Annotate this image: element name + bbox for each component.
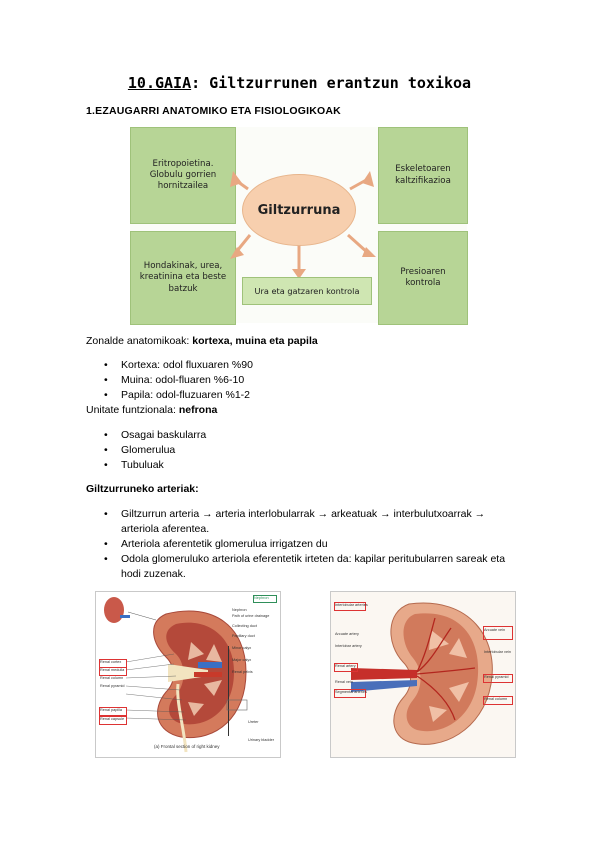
list-item: •Kortexa: odol fluxuaren %90 <box>104 359 253 371</box>
figure-right-label: Interlobular arteries <box>335 603 368 607</box>
figure-left-label: Major calyx <box>232 658 252 662</box>
figure-left-label: Path of urine drainage <box>232 614 270 618</box>
zonalde-line: Zonalde anatomikoak: kortexa, muina eta … <box>86 334 318 349</box>
list-item: •Giltzurrun arteria → arteria interlobul… <box>104 508 486 535</box>
figure-right-label: Interlobar artery <box>335 644 362 648</box>
figure-kidney-arteries: Interlobular arteries Arcuate artery Int… <box>330 591 516 758</box>
arrow-bottom-left <box>230 247 244 259</box>
figure-left-label: Nephron <box>232 608 247 612</box>
figure-right-label: Renal column <box>484 697 508 701</box>
list-item: •Glomerulua <box>104 444 176 456</box>
figure-left-label: Papillary duct <box>232 634 255 638</box>
kidney-functions-diagram: Eritropoietina. Globulu gorrien hornitza… <box>130 127 468 325</box>
figure-left-top-tag: Nephron <box>254 596 269 600</box>
zonalde-label: Zonalde anatomikoak: <box>86 335 193 347</box>
list-item: •Tubuluak <box>104 459 164 471</box>
title-rest: : Giltzurrunen erantzun toxikoa <box>191 74 472 92</box>
title-number: 10.GAIA <box>127 74 192 92</box>
figure-left-label: Renal column <box>100 676 124 680</box>
label-box <box>99 707 127 716</box>
figure-left-label: Urinary bladder <box>248 738 274 742</box>
figure-left-caption: (a) Frontal section of right kidney <box>154 744 220 749</box>
box-bottom-center: Ura eta gatzaren kontrola <box>242 277 372 305</box>
zonalde-list: •Kortexa: odol fluxuaren %90 •Muina: odo… <box>104 358 253 403</box>
box-bottom-left-text: Hondakinak, urea, kreatinina eta beste b… <box>139 261 227 294</box>
kidney-frontal-image <box>104 597 248 753</box>
figure-left-label: Renal pelvis <box>232 670 253 674</box>
box-bottom-left: Hondakinak, urea, kreatinina eta beste b… <box>130 231 236 325</box>
unitate-value: nefrona <box>178 404 218 416</box>
figure-left-label: Renal cortex <box>100 660 122 664</box>
box-top-left-text: Eritropoietina. Globulu gorrien hornitza… <box>149 158 217 192</box>
center-ellipse: Giltzurruna <box>242 174 356 246</box>
list-item: •Muina: odol-fluaren %6-10 <box>104 374 245 386</box>
figure-left-label: Ureter <box>248 720 259 724</box>
box-top-left: Eritropoietina. Globulu gorrien hornitza… <box>130 127 236 224</box>
figure-left-label: Renal capsule <box>100 717 125 721</box>
label-box <box>334 602 366 611</box>
label-box <box>334 689 366 698</box>
list-item: •Arteriola aferentetik glomerulua irriga… <box>104 538 328 550</box>
figure-right-label: Renal vein <box>335 680 353 684</box>
page-title: 10.GAIA: Giltzurrunen erantzun toxikoa <box>0 74 599 92</box>
unitate-line: Unitate funtzionala: nefrona <box>86 403 217 418</box>
arrow-bottom-center <box>292 269 306 279</box>
figure-right-label: Renal pyramid <box>484 675 509 679</box>
box-top-right: Eskeletoaren kaltzifikazioa <box>378 127 468 224</box>
zonalde-value: kortexa, muina eta papila <box>192 335 318 347</box>
unitate-list: •Osagai baskularra •Glomerulua •Tubuluak <box>104 428 207 473</box>
diagram-arrows <box>230 171 376 279</box>
figure-left-label: Collecting duct <box>232 624 257 628</box>
list-item: •Odola glomeruluko arteriola eferentetik… <box>104 553 506 580</box>
figure-left-label: Minor calyx <box>232 646 252 650</box>
figure-right-label: Renal artery <box>335 664 356 668</box>
figure-left-label: Renal medulla <box>100 668 125 672</box>
figure-right-label: Arcuate vein <box>484 628 506 632</box>
unitate-label: Unitate funtzionala: <box>86 404 179 416</box>
figure-right-label: Interlobular vein <box>484 650 512 654</box>
label-box <box>334 663 358 672</box>
arteriak-list: •Giltzurrun arteria → arteria interlobul… <box>104 507 521 582</box>
label-box <box>99 716 127 725</box>
label-box <box>483 626 513 640</box>
figure-right-label: Arcuate artery <box>335 632 359 636</box>
label-box <box>99 667 127 676</box>
box-top-right-text: Eskeletoaren kaltzifikazioa <box>395 164 451 186</box>
center-label: Giltzurruna <box>257 202 341 218</box>
arteriak-heading: Giltzurruneko arteriak: <box>86 483 199 495</box>
figure-right-label: Segmental arteries <box>335 690 367 694</box>
nephron-tag-box <box>253 595 277 603</box>
section-heading: 1.EZAUGARRI ANATOMIKO ETA FISIOLOGIKOAK <box>86 105 341 117</box>
box-bottom-center-text: Ura eta gatzaren kontrola <box>254 286 360 296</box>
label-box <box>483 696 513 705</box>
box-bottom-right-text: Presioaren kontrola <box>400 266 446 288</box>
list-item: •Osagai baskularra <box>104 429 207 441</box>
figure-kidney-frontal: Nephron Nephron Path of urine drainage C… <box>95 591 281 758</box>
figure-left-label: Renal papilla <box>100 708 122 712</box>
box-bottom-right: Presioaren kontrola <box>378 231 468 325</box>
list-item: •Papila: odol-fluzuaren %1-2 <box>104 389 250 401</box>
label-box <box>483 674 513 683</box>
kidney-arteries-image <box>351 602 493 745</box>
figure-left-label: Renal pyramid <box>100 684 125 688</box>
